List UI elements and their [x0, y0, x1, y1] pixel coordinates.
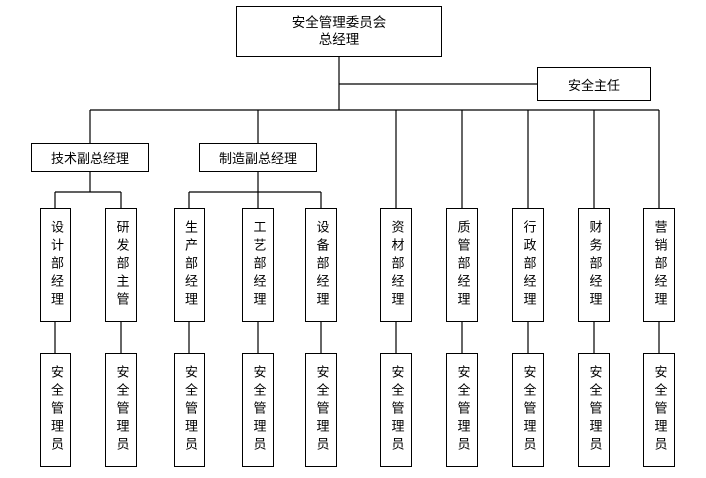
safety-director-box: 安全主任 — [537, 67, 651, 101]
safety-officer-box: 安全管理员 — [105, 353, 137, 467]
safety-officer-label: 安全管理员 — [651, 365, 667, 455]
rd-supervisor-box: 研发部主管 — [105, 208, 137, 322]
safety-officer-box: 安全管理员 — [174, 353, 205, 467]
safety-officer-label: 安全管理员 — [454, 365, 470, 455]
dept-label: 财务部经理 — [586, 220, 602, 310]
safety-officer-label: 安全管理员 — [388, 365, 404, 455]
dept-label: 工艺部经理 — [250, 220, 266, 310]
safety-officer-box: 安全管理员 — [242, 353, 274, 467]
safety-officer-box: 安全管理员 — [446, 353, 478, 467]
committee-title: 安全管理委员会 — [291, 14, 387, 31]
gm-title: 总经理 — [318, 31, 360, 48]
process-manager-box: 工艺部经理 — [242, 208, 274, 322]
safety-officer-label: 安全管理员 — [520, 365, 536, 455]
safety-officer-box: 安全管理员 — [380, 353, 412, 467]
dept-label: 营销部经理 — [651, 220, 667, 310]
tech-vice-gm-box: 技术副总经理 — [31, 143, 149, 172]
tech-vice-gm-label: 技术副总经理 — [50, 152, 129, 167]
safety-committee-gm-box: 安全管理委员会 总经理 — [236, 6, 442, 57]
quality-manager-box: 质管部经理 — [446, 208, 478, 322]
safety-officer-label: 安全管理员 — [182, 365, 197, 455]
safety-officer-box: 安全管理员 — [512, 353, 544, 467]
safety-officer-label: 安全管理员 — [113, 365, 129, 455]
safety-officer-label: 安全管理员 — [250, 365, 266, 455]
design-manager-box: 设计部经理 — [40, 208, 71, 322]
finance-manager-box: 财务部经理 — [578, 208, 610, 322]
dept-label: 研发部主管 — [113, 220, 129, 310]
marketing-manager-box: 营销部经理 — [643, 208, 675, 322]
dept-label: 生产部经理 — [182, 220, 197, 310]
safety-officer-label: 安全管理员 — [313, 365, 329, 455]
manufacturing-vice-gm-box: 制造副总经理 — [199, 143, 317, 172]
safety-officer-box: 安全管理员 — [40, 353, 71, 467]
dept-label: 资材部经理 — [388, 220, 404, 310]
dept-label: 行政部经理 — [520, 220, 536, 310]
safety-officer-label: 安全管理员 — [586, 365, 602, 455]
production-manager-box: 生产部经理 — [174, 208, 205, 322]
safety-officer-box: 安全管理员 — [643, 353, 675, 467]
dept-label: 设计部经理 — [48, 220, 63, 310]
dept-label: 质管部经理 — [454, 220, 470, 310]
materials-manager-box: 资材部经理 — [380, 208, 412, 322]
safety-officer-label: 安全管理员 — [48, 365, 63, 455]
safety-officer-box: 安全管理员 — [305, 353, 337, 467]
safety-officer-box: 安全管理员 — [578, 353, 610, 467]
safety-director-label: 安全主任 — [567, 78, 620, 94]
equipment-manager-box: 设备部经理 — [305, 208, 337, 322]
dept-label: 设备部经理 — [313, 220, 329, 310]
admin-manager-box: 行政部经理 — [512, 208, 544, 322]
manufacturing-vice-gm-label: 制造副总经理 — [218, 152, 297, 167]
